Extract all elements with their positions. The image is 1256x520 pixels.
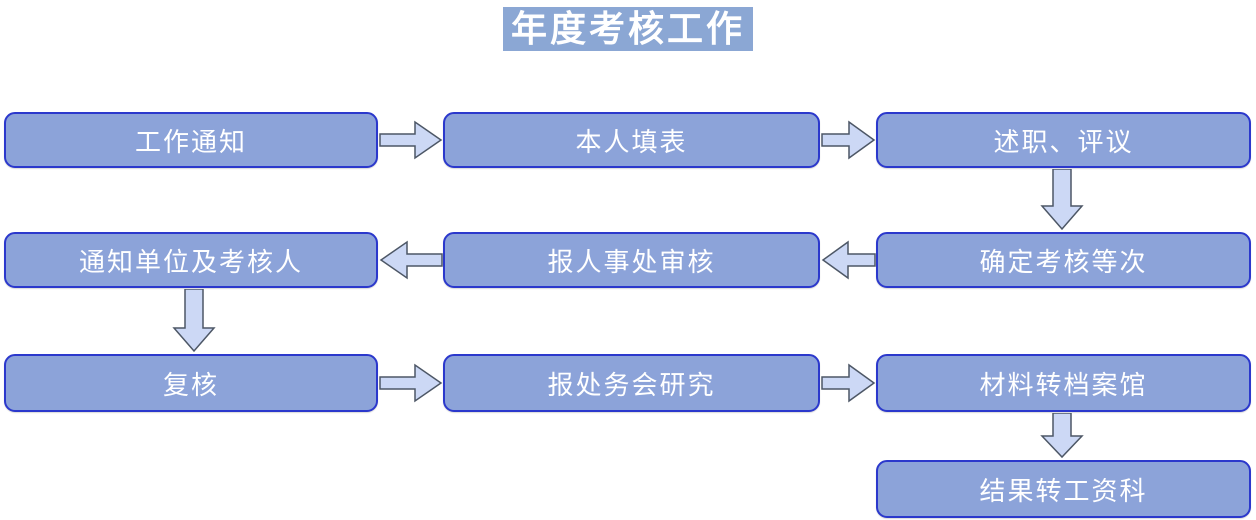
arrow-right-icon [379, 120, 443, 160]
node-label: 确定考核等次 [979, 247, 1148, 277]
arrow-down-icon [172, 289, 216, 353]
node-debrief-appraisal: 述职、评议 [876, 112, 1251, 168]
arrow-right-icon [821, 363, 876, 403]
title-bar: 年度考核工作 [0, 7, 1256, 51]
node-label: 本人填表 [575, 127, 688, 157]
node-label: 复核 [162, 370, 219, 400]
arrow-right-icon [379, 363, 443, 403]
node-hr-review: 报人事处审核 [443, 232, 820, 288]
arrow-left-icon [821, 240, 876, 280]
node-label: 工作通知 [134, 127, 247, 157]
arrow-down-icon [1040, 413, 1084, 459]
node-self-form: 本人填表 [443, 112, 820, 168]
node-work-notice: 工作通知 [4, 112, 378, 168]
node-label: 通知单位及考核人 [78, 247, 303, 277]
node-committee-study: 报处务会研究 [443, 354, 820, 412]
page-title: 年度考核工作 [502, 7, 753, 51]
node-recheck: 复核 [4, 354, 378, 412]
node-notify-unit: 通知单位及考核人 [4, 232, 378, 288]
arrow-right-icon [821, 120, 876, 160]
node-determine-grade: 确定考核等次 [876, 232, 1251, 288]
node-label: 报人事处审核 [547, 247, 716, 277]
arrow-left-icon [379, 240, 443, 280]
node-result-payroll: 结果转工资科 [876, 460, 1251, 518]
arrow-down-icon [1040, 169, 1084, 231]
node-label: 报处务会研究 [547, 370, 716, 400]
node-label: 述职、评议 [993, 127, 1134, 157]
node-label: 结果转工资科 [979, 476, 1148, 506]
node-label: 材料转档案馆 [979, 370, 1148, 400]
node-archive-materials: 材料转档案馆 [876, 354, 1251, 412]
